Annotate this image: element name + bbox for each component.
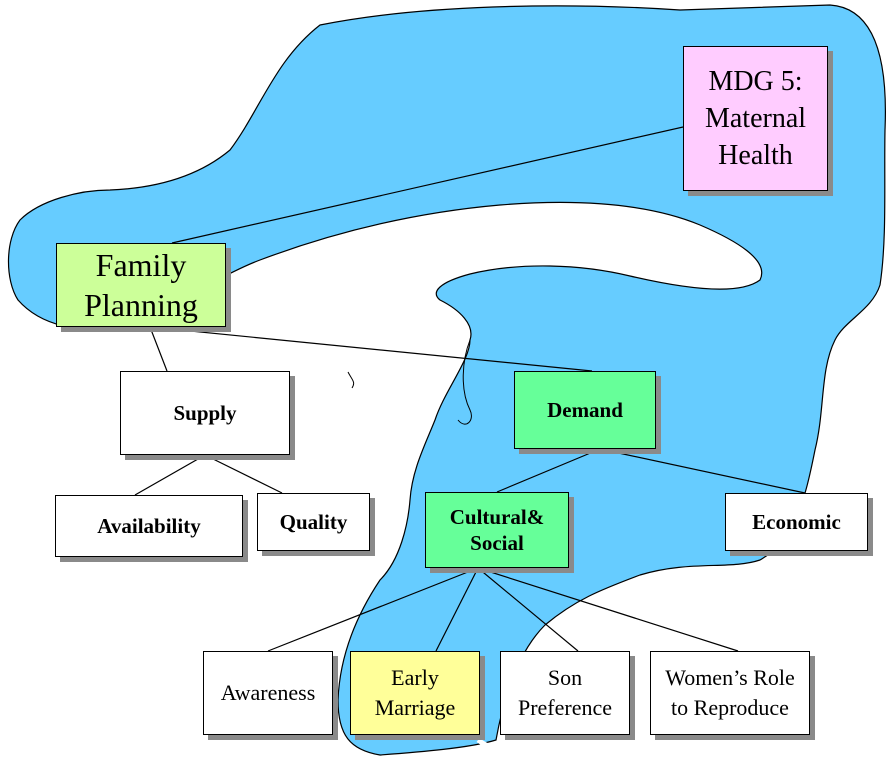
cultural-to-awareness-line [267,567,479,652]
demand-box: Demand [514,371,656,449]
economic-box: Economic [725,493,868,551]
water-inlet-detail [457,339,472,425]
availability-box: Availability [55,495,243,557]
supply-box: Supply [120,371,290,455]
awareness-box: Awareness [203,651,333,735]
water-mark-detail [347,371,355,389]
family-planning-to-demand-line [149,326,593,372]
demand-to-cultural-line [496,448,601,493]
family-planning-box: Family Planning [56,243,226,327]
mdg5-to-family-planning-line [171,126,684,244]
mdg5-maternal-health-box: MDG 5: Maternal Health [683,46,828,191]
son-preference-box: Son Preference [500,651,630,735]
supply-to-availability-line [134,454,206,496]
womens-role-box: Women’s Role to Reproduce [650,651,810,735]
family-planning-to-supply-line [149,326,168,372]
water-edge-detail [476,737,497,749]
supply-to-quality-line [204,454,283,494]
demand-to-economic-line [599,448,806,494]
early-marriage-box: Early Marriage [350,651,480,735]
cultural-to-early-marriage-line [435,567,479,652]
connector-lines [134,126,806,652]
quality-box: Quality [257,493,370,551]
cultural-to-son-preference-line [477,567,579,652]
cultural-social-box: Cultural& Social [425,492,569,568]
cultural-to-womens-role-line [477,567,739,652]
